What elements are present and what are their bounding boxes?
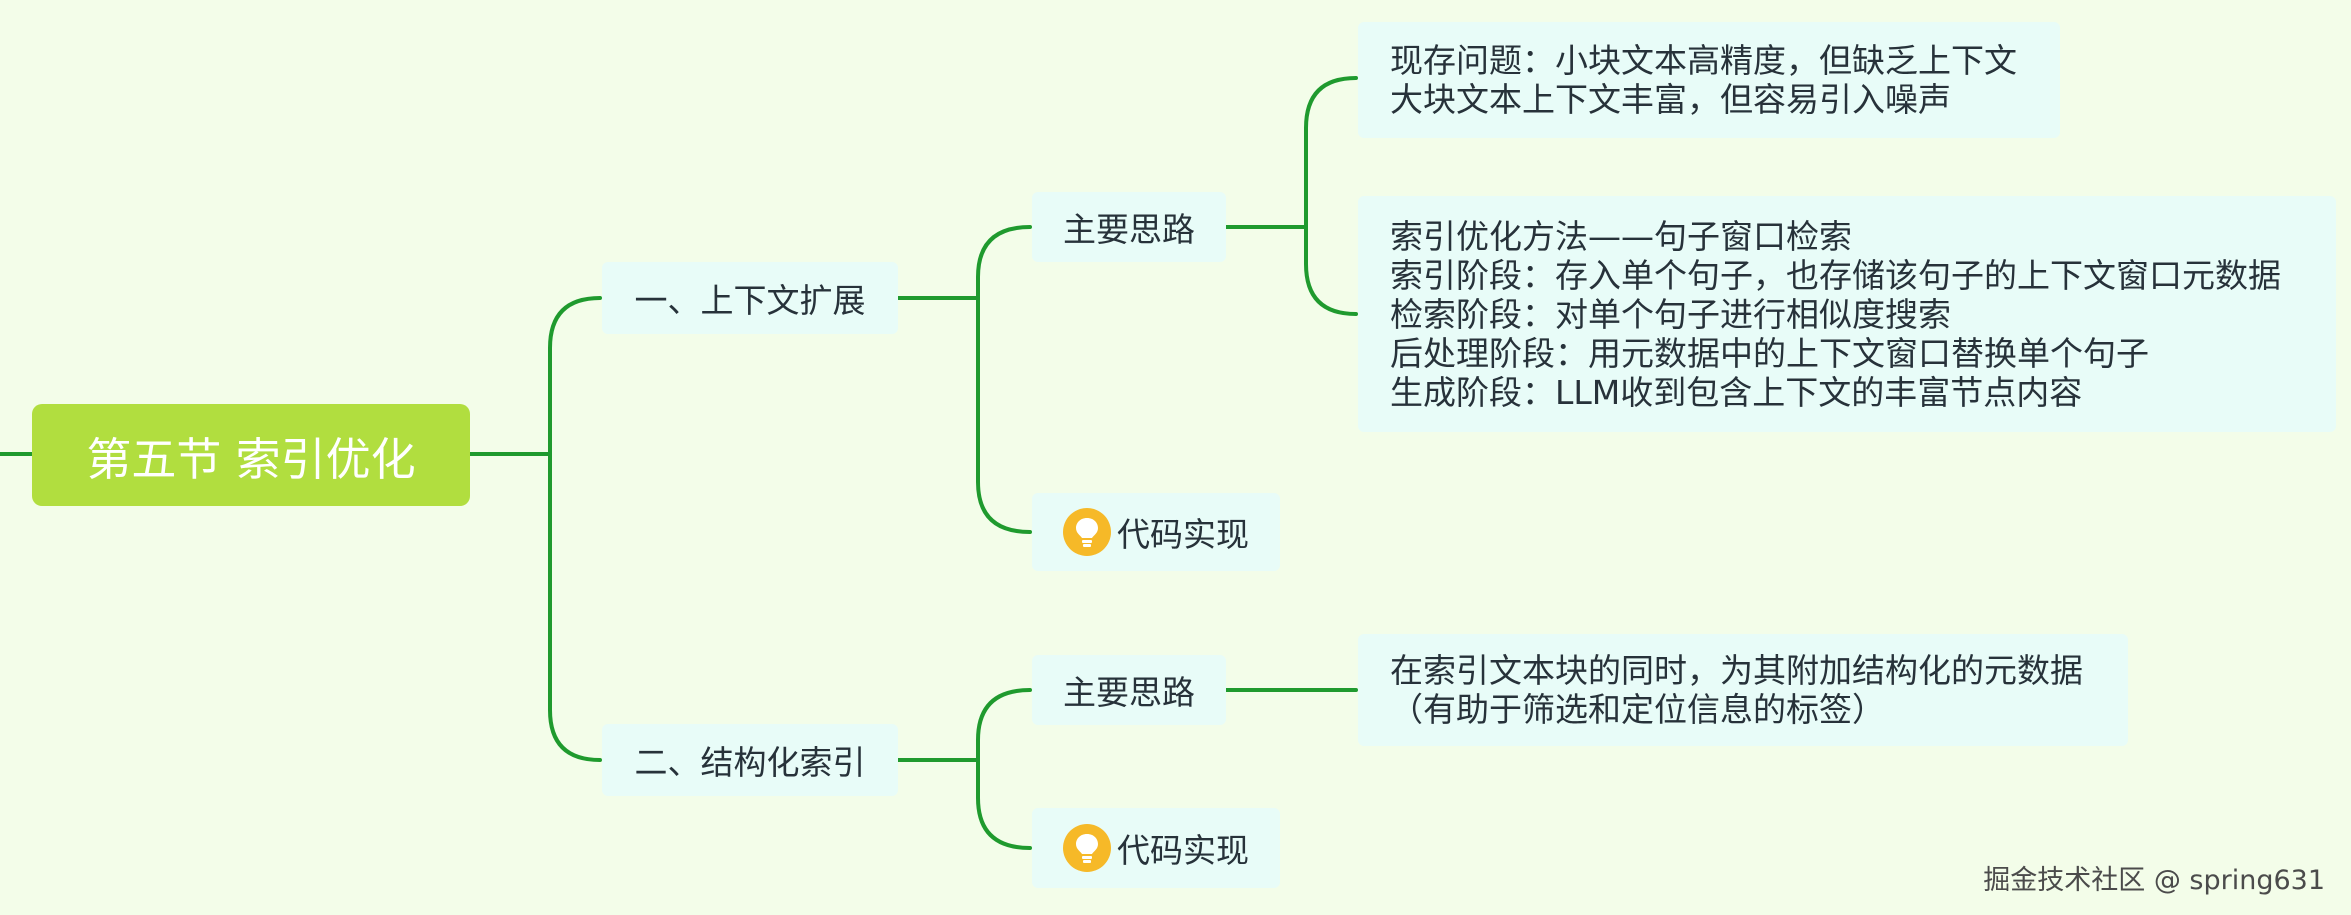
- connector-b1-child-1: [976, 225, 1032, 300]
- b1-code-node[interactable]: 代码实现: [1032, 493, 1280, 571]
- b1-detail-problem[interactable]: 现存问题：小块文本高精度，但缺乏上下文 大块文本上下文丰富，但容易引入噪声: [1358, 22, 2060, 138]
- detail-line: 现存问题：小块文本高精度，但缺乏上下文: [1390, 41, 2017, 80]
- branch-label: 一、上下文扩展: [634, 281, 866, 320]
- watermark: 掘金技术社区 @ spring631: [1983, 865, 2325, 896]
- node-label: 主要思路: [1063, 673, 1195, 712]
- node-label: 代码实现: [1117, 831, 1249, 870]
- root-node[interactable]: 第五节 索引优化: [32, 404, 470, 506]
- connector-b2-child-1: [976, 688, 1032, 762]
- b1-main-idea-node[interactable]: 主要思路: [1032, 192, 1226, 262]
- detail-line: 大块文本上下文丰富，但容易引入噪声: [1390, 80, 1951, 119]
- detail-line: （有助于筛选和定位信息的标签）: [1390, 690, 1885, 729]
- root-label: 第五节 索引优化: [86, 432, 416, 486]
- connector-branch-1: [548, 296, 602, 456]
- detail-line: 索引优化方法——句子窗口检索: [1390, 216, 1852, 256]
- b2-detail-metadata[interactable]: 在索引文本块的同时，为其附加结构化的元数据 （有助于筛选和定位信息的标签）: [1358, 634, 2128, 746]
- connector-b1-detail-1: [1304, 76, 1358, 229]
- branch-context-expansion[interactable]: 一、上下文扩展: [602, 262, 898, 334]
- lightbulb-icon: [1063, 824, 1111, 872]
- node-label: 代码实现: [1117, 515, 1249, 554]
- branch-label: 二、结构化索引: [634, 743, 866, 782]
- detail-line: 在索引文本块的同时，为其附加结构化的元数据: [1390, 651, 2083, 690]
- b1-detail-method[interactable]: 索引优化方法——句子窗口检索 索引阶段：存入单个句子，也存储该句子的上下文窗口元…: [1358, 196, 2336, 432]
- detail-line: 后处理阶段：用元数据中的上下文窗口替换单个句子: [1390, 333, 2149, 373]
- b2-code-node[interactable]: 代码实现: [1032, 808, 1280, 888]
- connector-b1-child-2: [976, 296, 1032, 534]
- node-label: 主要思路: [1063, 210, 1195, 249]
- connector-b2-child-2: [976, 758, 1032, 850]
- detail-line: 索引阶段：存入单个句子，也存储该句子的上下文窗口元数据: [1390, 255, 2281, 295]
- detail-line: 检索阶段：对单个句子进行相似度搜索: [1390, 294, 1951, 334]
- b2-main-idea-node[interactable]: 主要思路: [1032, 655, 1226, 725]
- connector-b1-detail-2: [1304, 225, 1358, 316]
- detail-line: 生成阶段：LLM收到包含上下文的丰富节点内容: [1390, 372, 2083, 412]
- connector-branch-2: [548, 452, 602, 762]
- lightbulb-icon: [1063, 508, 1111, 556]
- branch-structured-index[interactable]: 二、结构化索引: [602, 724, 898, 796]
